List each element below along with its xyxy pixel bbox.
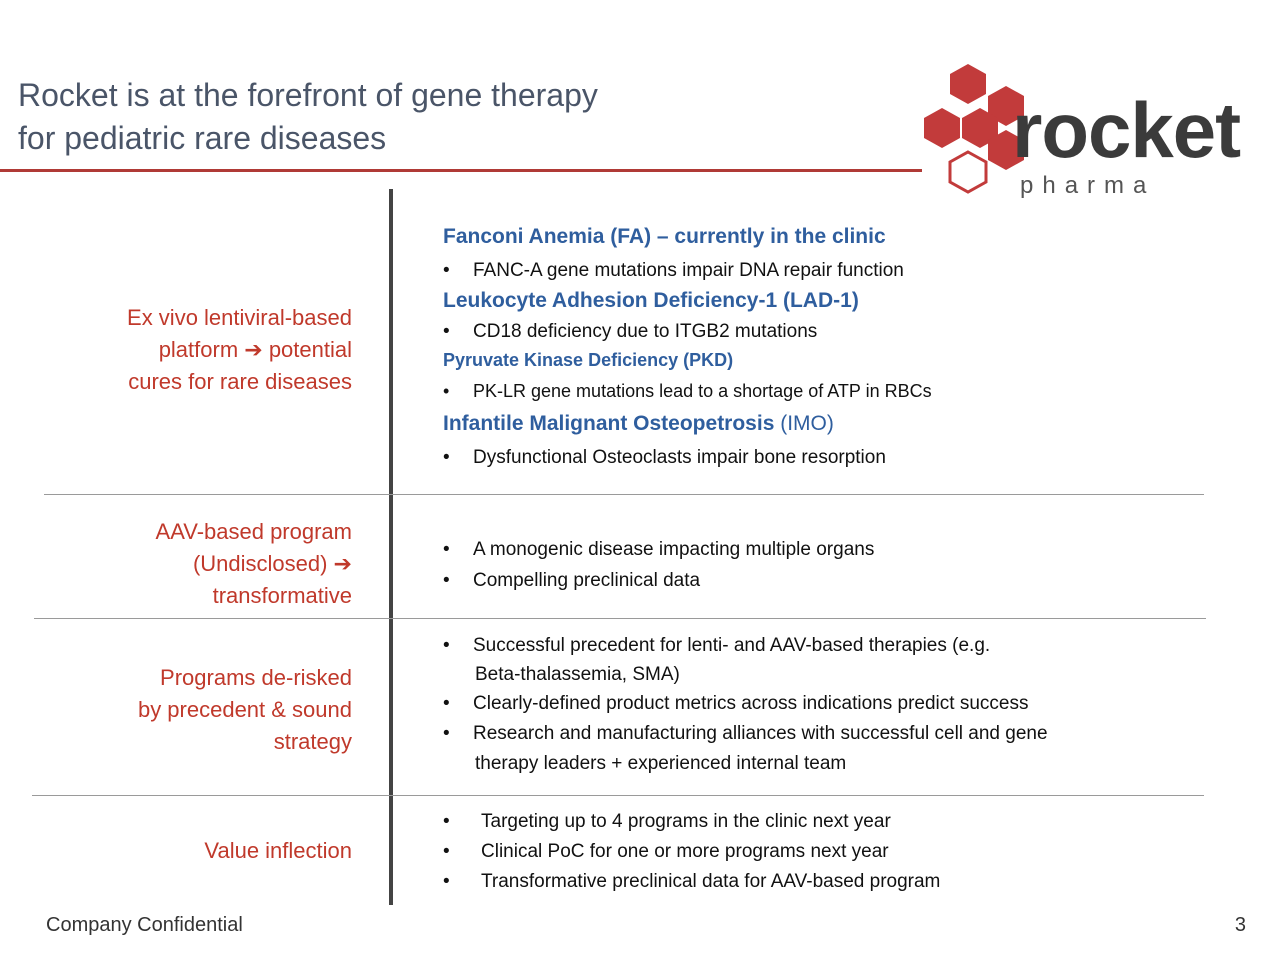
- bullet-continuation: Beta-thalassemia, SMA): [475, 664, 680, 685]
- bullet-glyph: •: [443, 447, 450, 468]
- heading-lad-1: Leukocyte Adhesion Deficiency-1 (LAD-1): [443, 289, 859, 312]
- bullet-item: • Transformative preclinical data for AAV…: [443, 866, 940, 897]
- bullet-glyph: •: [443, 539, 450, 560]
- bullet-item: • Clinical PoC for one or more programs n…: [443, 836, 889, 867]
- label-line: platform ➔ potential: [158, 337, 352, 362]
- bullet-text: Research and manufacturing alliances wit…: [473, 723, 1048, 744]
- hexagon-cluster-icon: [924, 64, 1024, 194]
- label-line: transformative: [212, 583, 352, 608]
- label-line: AAV-based program: [155, 519, 352, 544]
- bullet-text: PK-LR gene mutations lead to a shortage …: [473, 381, 932, 401]
- section-label-value-inflection: Value inflection: [204, 835, 352, 867]
- section-divider-3: [32, 795, 1204, 796]
- bullet-text: Successful precedent for lenti- and AAV-…: [473, 635, 991, 656]
- heading-text: Infantile Malignant Osteopetrosis: [443, 412, 775, 435]
- label-line: Programs de-risked: [160, 665, 352, 690]
- bullet-item: • Successful precedent for lenti- and AAV…: [443, 630, 990, 661]
- section-divider-2: [34, 618, 1206, 619]
- vertical-divider: [389, 189, 393, 905]
- bullet-item: • Research and manufacturing alliances wi…: [443, 718, 1048, 749]
- footer-confidential: Company Confidential: [46, 914, 243, 936]
- heading-suffix: (IMO): [780, 412, 834, 435]
- bullet-text: Targeting up to 4 programs in the clinic…: [481, 811, 891, 832]
- bullet-text: FANC-A gene mutations impair DNA repair …: [473, 260, 904, 281]
- label-line: Ex vivo lentiviral-based: [127, 305, 352, 330]
- bullet-glyph: •: [443, 260, 450, 281]
- bullet-glyph: •: [443, 841, 450, 862]
- label-line: Value inflection: [204, 838, 352, 863]
- bullet-glyph: •: [443, 381, 450, 401]
- bullet-text: Transformative preclinical data for AAV-…: [481, 871, 941, 892]
- bullet-item: • A monogenic disease impacting multiple …: [443, 534, 874, 565]
- section-label-derisked: Programs de-risked by precedent & sound …: [138, 662, 352, 758]
- heading-pkd: Pyruvate Kinase Deficiency (PKD): [443, 350, 734, 370]
- section-label-lentiviral: Ex vivo lentiviral-based platform ➔ pote…: [127, 302, 352, 398]
- bullet-item: • Dysfunctional Osteoclasts impair bone r…: [443, 442, 886, 473]
- section-label-aav: AAV-based program (Undisclosed) ➔ transf…: [156, 516, 352, 612]
- heading-fanconi-anemia: Fanconi Anemia (FA) – currently in the c…: [443, 225, 886, 248]
- bullet-continuation: therapy leaders + experienced internal t…: [475, 753, 847, 774]
- bullet-text: Dysfunctional Osteoclasts impair bone re…: [473, 447, 886, 468]
- bullet-item: • Compelling preclinical data: [443, 565, 700, 596]
- bullet-item: • Targeting up to 4 programs in the clini…: [443, 806, 891, 837]
- bullet-item: • PK-LR gene mutations lead to a shortage…: [443, 376, 932, 407]
- title-underline: [0, 169, 922, 172]
- bullet-glyph: •: [443, 635, 450, 656]
- logo-subtitle: pharma: [1020, 172, 1156, 199]
- bullet-text: Clearly-defined product metrics across i…: [473, 693, 1029, 714]
- bullet-text: A monogenic disease impacting multiple o…: [473, 539, 875, 560]
- bullet-text: CD18 deficiency due to ITGB2 mutations: [473, 321, 818, 342]
- heading-imo: Infantile Malignant Osteopetrosis (IMO): [443, 412, 834, 436]
- label-line: cures for rare diseases: [128, 369, 352, 394]
- bullet-glyph: •: [443, 570, 450, 591]
- bullet-item: • FANC-A gene mutations impair DNA repair…: [443, 255, 904, 286]
- title-line-1: Rocket is at the forefront of gene thera…: [18, 77, 598, 113]
- bullet-glyph: •: [443, 811, 450, 832]
- rocket-pharma-logo: [924, 64, 1024, 194]
- bullet-glyph: •: [443, 321, 450, 342]
- section-divider-1: [44, 494, 1204, 495]
- label-line: by precedent & sound: [137, 697, 352, 722]
- bullet-text: Clinical PoC for one or more programs ne…: [481, 841, 889, 862]
- bullet-glyph: •: [443, 693, 450, 714]
- slide-title: Rocket is at the forefront of gene thera…: [18, 74, 898, 160]
- logo-wordmark: rocket: [1012, 86, 1241, 174]
- bullet-item: • Clearly-defined product metrics across …: [443, 688, 1028, 719]
- bullet-item: • CD18 deficiency due to ITGB2 mutations: [443, 316, 817, 347]
- bullet-text: Compelling preclinical data: [473, 570, 701, 591]
- page-number: 3: [1234, 914, 1246, 936]
- title-line-2: for pediatric rare diseases: [18, 120, 387, 156]
- bullet-glyph: •: [443, 871, 450, 892]
- label-line: strategy: [273, 729, 352, 754]
- label-line: (Undisclosed) ➔: [192, 551, 352, 576]
- bullet-glyph: •: [443, 723, 450, 744]
